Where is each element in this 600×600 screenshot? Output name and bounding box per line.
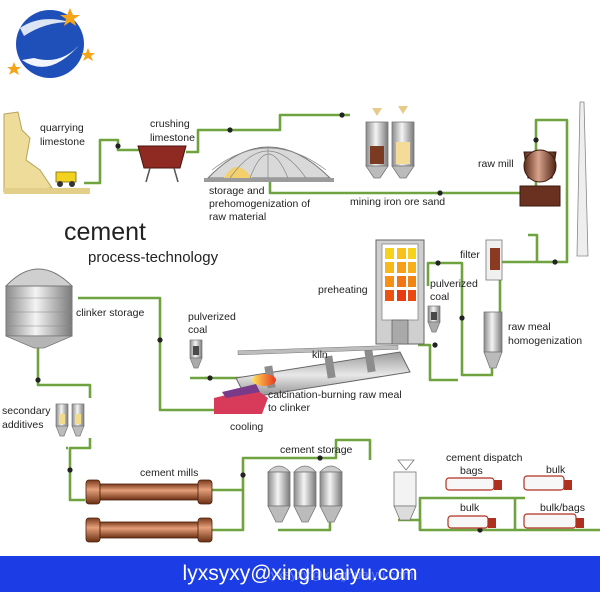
- storage-dome-illustration: [204, 146, 334, 182]
- additive-silos-illustration: [55, 403, 85, 437]
- cement-mills-label: cement mills: [140, 467, 198, 479]
- clinker-cooler-illustration: [214, 384, 268, 414]
- crushing-label: crushing limestone: [150, 118, 195, 144]
- star-icon: [81, 48, 95, 61]
- cement-storage-label: cement storage: [280, 444, 353, 456]
- star-icon: [60, 8, 80, 26]
- quarry-illustration: [3, 111, 90, 194]
- diagram-title: cement: [64, 218, 146, 246]
- watermark-text: lyxsyxy@xinghuaiyu.com: [268, 567, 414, 582]
- bulk-bags-truck-icon: [523, 513, 577, 529]
- mining-silos-illustration: [365, 106, 415, 179]
- mining-label: mining iron ore sand: [350, 196, 445, 208]
- pulverized-coal-left-label: pulverized coal: [188, 311, 239, 336]
- diagram-subtitle: process-technology: [88, 249, 219, 266]
- contact-banner: lyxsyxy@xinghuaiyu.com lyxsyxy@xinghuaiy…: [0, 556, 600, 592]
- pulverized-coal-right-label: pulverized coal: [430, 278, 481, 303]
- down-arrow-icon: [372, 108, 382, 116]
- cement-storage-silos-illustration: [267, 465, 343, 523]
- flame-icon: [252, 374, 276, 386]
- kiln-label: kiln: [312, 349, 328, 361]
- bulk-label-top: bulk: [546, 464, 566, 476]
- preheater-tower-illustration: [375, 239, 425, 345]
- raw-mill-label: raw mill: [478, 158, 514, 170]
- dump-truck-icon: [55, 171, 77, 183]
- coal-hopper-left: [189, 339, 203, 369]
- filter-label: filter: [460, 249, 480, 261]
- bulk-truck-icon: [447, 515, 489, 529]
- cement-mills-illustration: [85, 479, 213, 543]
- cement-dispatch-label: cement dispatch bags: [446, 452, 525, 477]
- company-logo: [7, 8, 95, 78]
- cooling-label: cooling: [230, 421, 263, 433]
- crusher-illustration: [137, 145, 187, 183]
- calcination-label: calcination-burning raw meal to clinker: [268, 389, 405, 414]
- secondary-additives-label: secondary additives: [2, 405, 53, 431]
- clinker-storage-label: clinker storage: [76, 307, 144, 319]
- coal-hopper-right: [427, 305, 441, 333]
- bulk-label-bottom: bulk: [460, 502, 480, 514]
- quarrying-label: quarrying limestone: [40, 122, 87, 148]
- dispatch-trucks-illustration: [445, 475, 584, 529]
- raw-meal-silo-illustration: [483, 311, 503, 369]
- pipe-junction-dots: [35, 112, 558, 533]
- packing-machine-illustration: [393, 459, 417, 521]
- contact-email: lyxsyxy@xinghuaiyu.com: [182, 562, 418, 585]
- raw-mill-illustration: [519, 149, 561, 207]
- down-arrow-icon: [398, 106, 408, 114]
- preheating-label: preheating: [318, 284, 368, 296]
- storage-label: storage and prehomogenization of raw mat…: [209, 185, 313, 223]
- raw-meal-label: raw meal homogenization: [508, 321, 582, 347]
- clinker-storage-silo-illustration: [4, 268, 74, 349]
- bulk-bags-label: bulk/bags: [540, 502, 585, 514]
- filter-illustration: [485, 239, 503, 281]
- bag-truck-icon: [445, 477, 495, 491]
- chimney-stack: [576, 101, 589, 257]
- star-icon: [7, 62, 21, 75]
- bulk-truck-icon: [523, 475, 565, 491]
